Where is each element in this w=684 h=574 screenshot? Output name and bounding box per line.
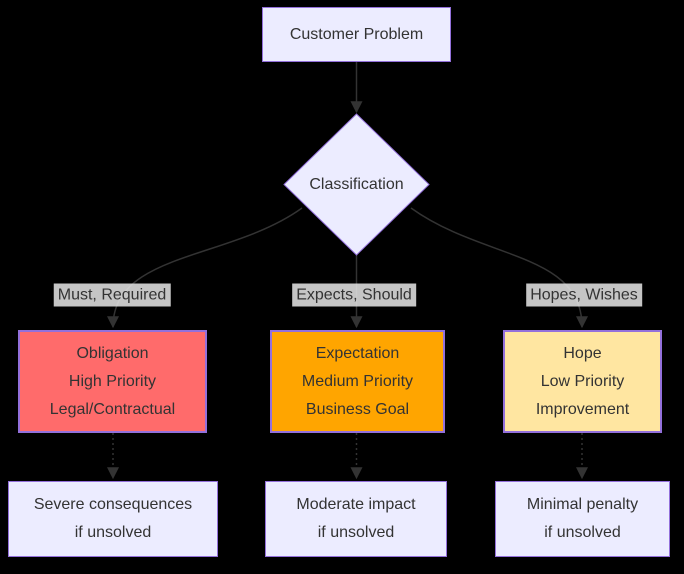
node-hope-line2: Low Priority — [540, 372, 625, 390]
node-obligation: Obligation High Priority Legal/Contractu… — [18, 330, 207, 433]
node-classification-label: Classification — [309, 175, 404, 193]
node-hope-line1: Hope — [563, 344, 602, 362]
node-minimal-line2: if unsolved — [544, 524, 621, 541]
node-moderate-line2: if unsolved — [317, 524, 395, 541]
edge-label-expects-should: Expects, Should — [292, 283, 416, 307]
node-hope: Hope Low Priority Improvement — [503, 330, 662, 433]
node-minimal-penalty: Minimal penalty if unsolved — [495, 481, 670, 557]
node-hope-line3: Improvement — [535, 400, 630, 418]
classification-diamond-shape — [283, 113, 430, 256]
node-severe-consequences: Severe consequences if unsolved — [8, 481, 218, 557]
node-obligation-line2: High Priority — [68, 372, 157, 390]
node-expectation-line2: Medium Priority — [301, 372, 414, 390]
edge-classification-to-hope — [410, 207, 588, 329]
edge-classification-to-obligation — [107, 207, 303, 329]
node-expectation-line3: Business Goal — [305, 400, 410, 418]
node-moderate-impact: Moderate impact if unsolved — [265, 481, 447, 557]
node-moderate-line1: Moderate impact — [296, 496, 416, 513]
node-severe-line1: Severe consequences — [33, 496, 193, 513]
edge-label-hopes-wishes: Hopes, Wishes — [526, 283, 642, 307]
node-expectation: Expectation Medium Priority Business Goa… — [270, 330, 445, 433]
node-expectation-line1: Expectation — [315, 344, 400, 362]
node-obligation-line1: Obligation — [76, 344, 149, 362]
node-minimal-line1: Minimal penalty — [526, 496, 639, 513]
node-severe-line2: if unsolved — [74, 524, 152, 541]
node-obligation-line3: Legal/Contractual — [49, 400, 176, 418]
node-customer-problem: Customer Problem — [262, 7, 451, 62]
node-customer-problem-label: Customer Problem — [289, 25, 424, 43]
edge-label-must-required: Must, Required — [53, 283, 171, 307]
